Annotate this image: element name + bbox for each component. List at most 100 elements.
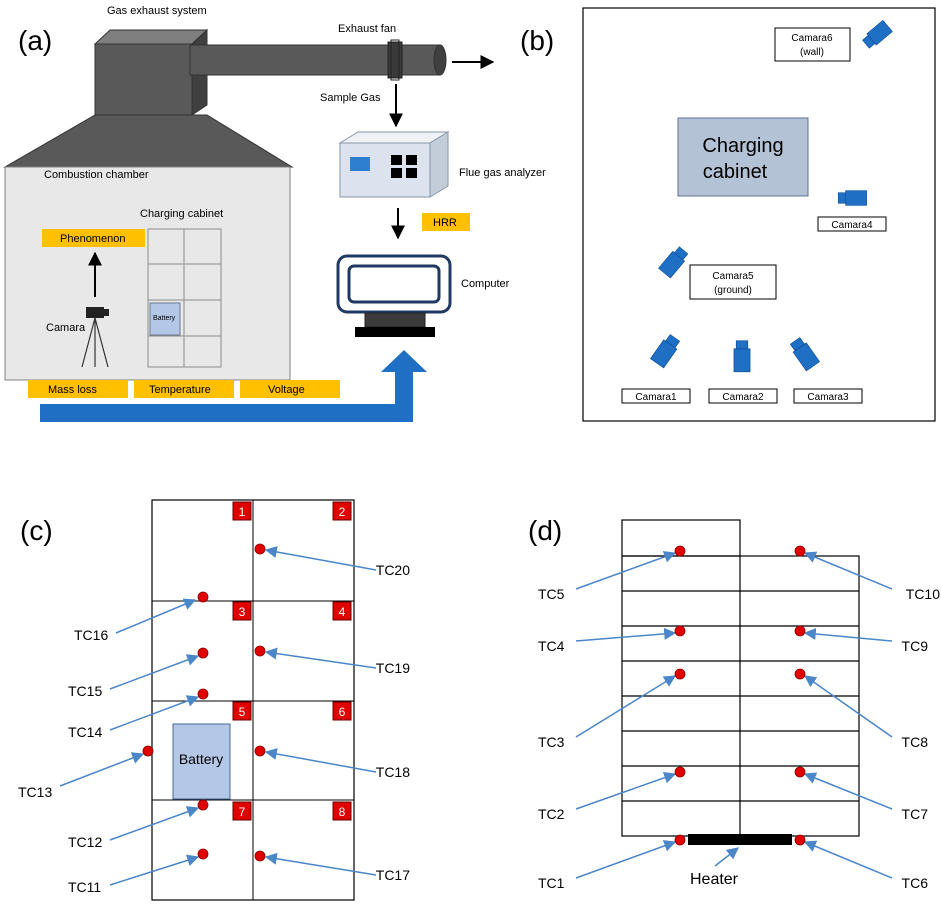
tc14-label: TC14 xyxy=(68,724,102,740)
heater-arrow xyxy=(714,847,739,867)
cell-tag-label-8: 8 xyxy=(339,805,346,819)
tc8-arrow xyxy=(804,675,893,738)
cam1-box xyxy=(621,388,691,404)
tc9-marker xyxy=(794,625,806,637)
cam2-label: Camara2 xyxy=(722,392,764,403)
flue-gas-analyzer xyxy=(338,131,450,198)
tc19-arrow xyxy=(264,647,377,669)
tc5-marker xyxy=(674,545,686,557)
charging-cabinet-b-line1: Charging xyxy=(702,135,783,157)
tc11-arrow xyxy=(109,854,200,886)
cam5-label-line1: Camara5 xyxy=(712,271,754,282)
charging-cabinet-b-line2: cabinet xyxy=(703,161,768,183)
tc5-label: TC5 xyxy=(538,586,565,602)
computer-icon xyxy=(336,254,452,337)
tc3-label: TC3 xyxy=(538,734,565,750)
panel-d: (d) Heater TC1TC2TC3TC4TC5TC6TC7TC8TC9TC… xyxy=(528,515,940,891)
exhaust-fan xyxy=(387,39,403,81)
cell-tag-2 xyxy=(332,501,352,521)
tc4-arrow xyxy=(575,627,677,642)
panel-b: (b) Charging cabinet Camara6 (wall) Cama… xyxy=(520,7,936,422)
tc14-arrow xyxy=(109,695,200,731)
tc10-marker xyxy=(794,545,806,557)
voltage-box xyxy=(240,380,340,398)
cell-tag-4 xyxy=(332,601,352,621)
tc20-label: TC20 xyxy=(376,562,410,578)
cell-tag-1 xyxy=(232,501,252,521)
cell-tag-3 xyxy=(232,601,252,621)
tc4-marker xyxy=(674,625,686,637)
battery-small-label: Battery xyxy=(153,315,176,322)
cell-tag-8 xyxy=(332,801,352,821)
cabinet-d-grid xyxy=(621,519,860,837)
tc10-arrow xyxy=(803,551,893,590)
tc14-marker xyxy=(197,688,209,700)
charging-cabinet-b xyxy=(677,117,809,197)
cam2-box xyxy=(708,388,778,404)
exhaust-fan-label: Exhaust fan xyxy=(338,23,396,35)
tc1-arrow xyxy=(575,840,677,879)
tc6-arrow xyxy=(803,840,893,879)
heater-label: Heater xyxy=(690,871,739,888)
tc5-arrow xyxy=(575,551,677,590)
tc18-marker xyxy=(254,745,266,757)
tc9-arrow xyxy=(803,628,893,642)
cell-tag-6 xyxy=(332,701,352,721)
tc17-label: TC17 xyxy=(376,867,410,883)
tc16-marker xyxy=(197,591,209,603)
tc13-marker xyxy=(142,745,154,757)
camera4-icon xyxy=(837,190,867,206)
tc8-marker xyxy=(794,668,806,680)
tc13-label: TC13 xyxy=(18,784,52,800)
cell-tag-label-7: 7 xyxy=(239,805,246,819)
cam4-label: Camara4 xyxy=(831,220,873,231)
cam5-label-line2: (ground) xyxy=(714,285,752,296)
cell-tag-label-5: 5 xyxy=(239,705,246,719)
tc15-arrow xyxy=(109,654,200,690)
tc18-arrow xyxy=(264,748,377,773)
cam3-box xyxy=(793,388,863,404)
tc13-arrow xyxy=(59,752,145,787)
tc12-label: TC12 xyxy=(68,834,102,850)
panel-a-label: (a) xyxy=(18,25,52,56)
mass-loss-box xyxy=(28,380,128,398)
panel-b-label: (b) xyxy=(520,25,554,56)
tc7-label: TC7 xyxy=(902,806,929,822)
cell-tag-5 xyxy=(232,701,252,721)
temperature-box xyxy=(134,380,234,398)
tc1-label: TC1 xyxy=(538,875,565,891)
flue-gas-analyzer-label: Flue gas analyzer xyxy=(459,167,546,179)
battery-c xyxy=(172,723,231,800)
tc3-arrow xyxy=(575,675,677,738)
camara-label: Camara xyxy=(46,322,86,334)
battery-c-label: Battery xyxy=(179,751,223,767)
tc15-label: TC15 xyxy=(68,683,102,699)
cell-tag-label-4: 4 xyxy=(339,605,346,619)
tc20-marker xyxy=(254,543,266,555)
tc20-arrow xyxy=(264,546,377,571)
cam1-label: Camara1 xyxy=(635,392,677,403)
charging-cabinet-label: Charging cabinet xyxy=(140,208,223,220)
cell-tag-label-6: 6 xyxy=(339,705,346,719)
tc16-arrow xyxy=(115,598,197,634)
tc2-arrow xyxy=(575,771,677,810)
computer-label: Computer xyxy=(461,278,510,290)
cam6-label-line2: (wall) xyxy=(800,47,824,58)
phenomenon-box xyxy=(42,229,145,247)
sample-gas-label: Sample Gas xyxy=(320,92,381,104)
cam6-label-line1: Camara6 xyxy=(791,33,833,44)
cam6-box xyxy=(774,27,851,62)
tc7-marker xyxy=(794,766,806,778)
heater-bar xyxy=(688,834,792,845)
temperature-label: Temperature xyxy=(149,384,211,396)
data-flow-arrow xyxy=(40,350,427,422)
camera2-icon xyxy=(733,340,751,373)
exhaust-hood xyxy=(3,114,294,168)
hrr-label: HRR xyxy=(433,217,457,229)
cell-tag-label-2: 2 xyxy=(339,505,346,519)
tc10-label: TC10 xyxy=(906,586,940,602)
